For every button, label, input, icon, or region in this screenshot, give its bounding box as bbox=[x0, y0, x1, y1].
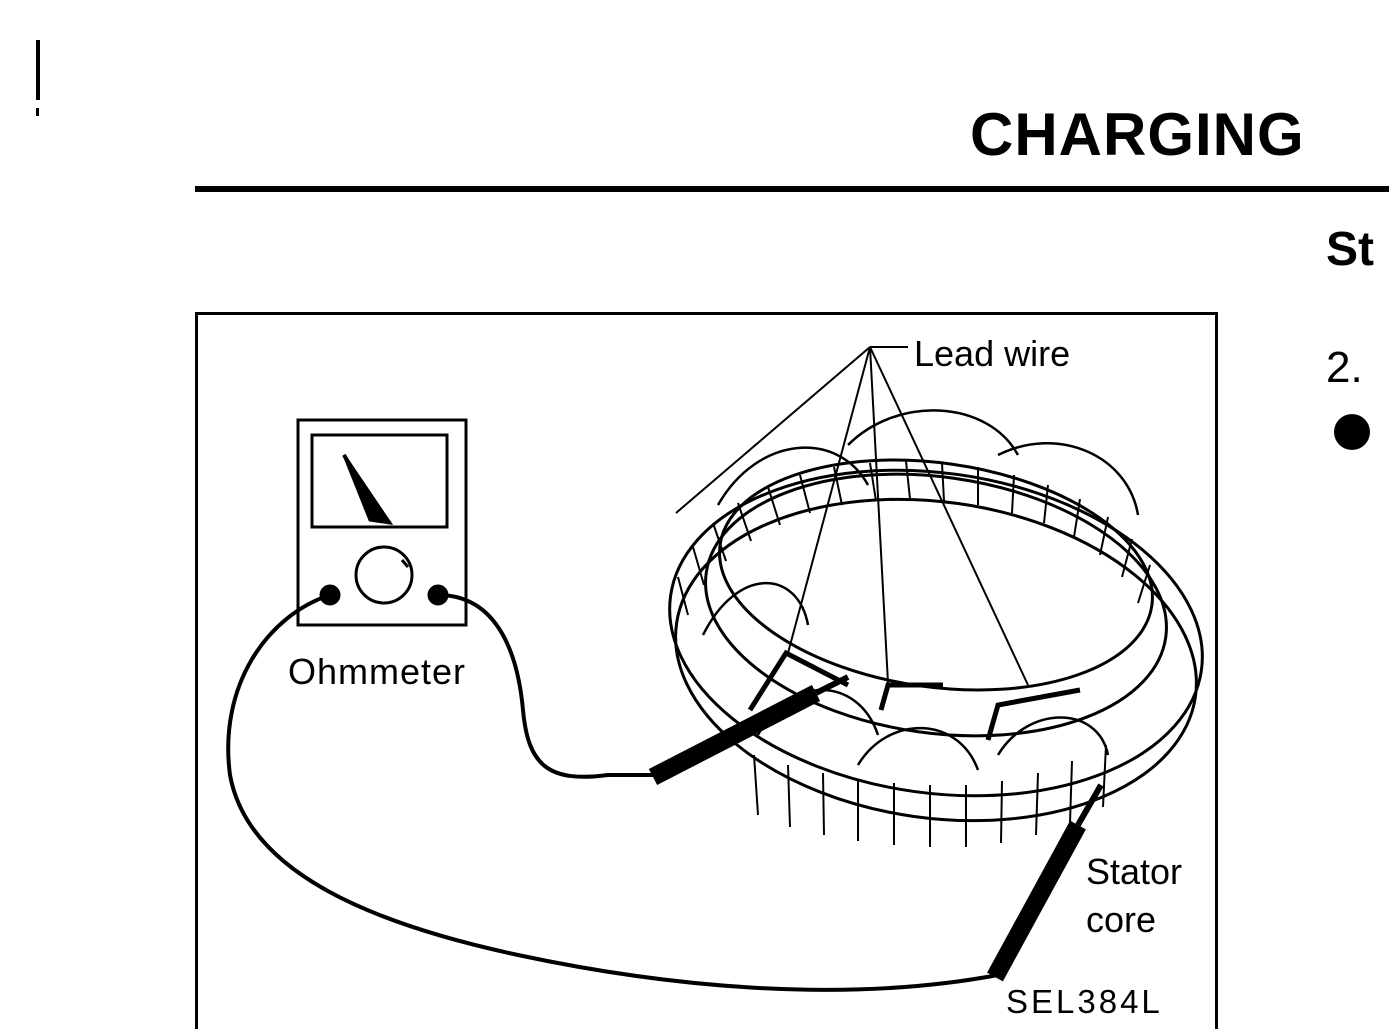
stator-icon bbox=[668, 409, 1204, 847]
header-rule bbox=[195, 186, 1389, 192]
bullet-icon bbox=[1334, 414, 1370, 450]
label-lead-wire: Lead wire bbox=[914, 333, 1071, 374]
right-column-heading: St bbox=[1326, 223, 1374, 276]
right-column-step-number: 2. bbox=[1326, 343, 1363, 392]
figure-code: SEL384L bbox=[1006, 983, 1163, 1020]
lead-wire-callout bbox=[675, 346, 1029, 686]
test-leads bbox=[226, 593, 999, 992]
section-title: CHARGING bbox=[970, 101, 1305, 168]
scan-mark-dot bbox=[36, 108, 39, 116]
scan-mark bbox=[36, 40, 40, 100]
label-core: core bbox=[1086, 899, 1157, 940]
stator-test-illustration bbox=[226, 346, 1204, 992]
illustration-figure: Lead wire Ohmmeter Stator core SEL384L bbox=[195, 312, 1218, 1029]
label-stator: Stator bbox=[1086, 851, 1183, 892]
label-ohmmeter: Ohmmeter bbox=[288, 651, 467, 692]
